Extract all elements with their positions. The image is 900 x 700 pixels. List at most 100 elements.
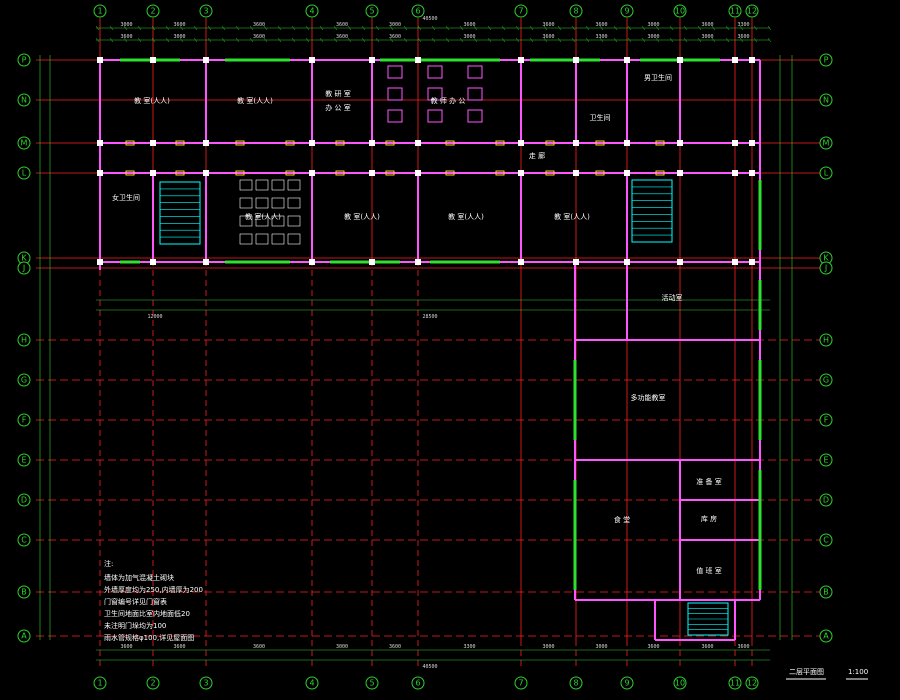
- axis-bubble-row-label: F: [824, 416, 829, 425]
- dimension-tick: [151, 25, 156, 31]
- room-label-teachers-office: 教 师 办 公: [431, 96, 466, 105]
- axis-bubble-col-circle: [199, 676, 213, 690]
- seat-icon: [287, 215, 301, 227]
- axis-bubble-row-circle: [819, 493, 833, 507]
- dimension-text: 3000: [542, 644, 554, 650]
- dimension-tick: [431, 37, 436, 43]
- structural-column: [97, 140, 103, 146]
- door: [655, 170, 665, 176]
- dimension-text: 3300: [595, 34, 607, 40]
- notes-heading: 注:: [104, 559, 113, 568]
- dimension-tick: [487, 25, 492, 31]
- door: [335, 170, 345, 176]
- note-line: 卫生间地面比室内地面低20: [104, 609, 190, 618]
- structural-column: [518, 170, 524, 176]
- dimension-tick: [277, 37, 282, 43]
- axis-bubble-row-label: P: [22, 56, 27, 65]
- dimension-tick: [417, 37, 422, 43]
- dimension-tick: [249, 37, 254, 43]
- dimension-tick: [613, 37, 618, 43]
- dimension-text: 3600: [120, 34, 132, 40]
- dimension-tick: [179, 37, 184, 43]
- axis-bubble-row-label: D: [21, 496, 27, 505]
- dimension-tick: [753, 25, 758, 31]
- note-line: 门窗编号详见门窗表: [104, 597, 167, 606]
- structural-column: [749, 57, 755, 63]
- axis-bubble-col-circle: [514, 676, 528, 690]
- general-notes: 注: 墙体为加气混凝土砌块 外墙厚度均为250,内墙厚为200 门窗编号详见门窗…: [104, 559, 203, 642]
- dimension-text: 3000: [647, 22, 659, 28]
- structural-column: [203, 140, 209, 146]
- axis-bubble-col-label: 5: [369, 7, 374, 16]
- structural-column: [573, 57, 579, 63]
- dimension-tick: [697, 25, 702, 31]
- axis-bubble-row-label: F: [22, 416, 27, 425]
- dimension-tick: [669, 37, 674, 43]
- axis-bubble-col-circle: [620, 4, 634, 18]
- seat-icon: [239, 233, 253, 245]
- dimension-tick: [221, 37, 226, 43]
- structural-column: [97, 259, 103, 265]
- structural-column: [415, 170, 421, 176]
- dimension-tick: [501, 25, 506, 31]
- dimension-tick: [137, 37, 142, 43]
- dimension-tick: [697, 37, 702, 43]
- dimension-tick: [221, 25, 226, 31]
- dimension-text: 3600: [701, 644, 713, 650]
- dimension-tick: [641, 37, 646, 43]
- axis-bubble-row-circle: [819, 629, 833, 643]
- dimension-tick: [389, 25, 394, 31]
- axis-bubble-col-label: 11: [730, 679, 740, 688]
- dimension-tick: [417, 25, 422, 31]
- dimension-tick: [109, 37, 114, 43]
- desk-icon: [467, 65, 483, 79]
- door: [445, 170, 455, 176]
- axis-bubble-col-label: 12: [747, 7, 757, 16]
- structural-column: [150, 170, 156, 176]
- dimension-tick: [445, 37, 450, 43]
- axis-bubble-col-circle: [146, 676, 160, 690]
- dimension-tick: [571, 25, 576, 31]
- dimension-tick: [473, 25, 478, 31]
- dimension-tick: [585, 37, 590, 43]
- dimension-tick: [123, 25, 128, 31]
- dimension-text: 3600: [701, 22, 713, 28]
- axis-bubble-col-label: 10: [675, 7, 685, 16]
- axis-bubble-row-label: M: [823, 139, 830, 148]
- axis-bubble-row-circle: [819, 53, 833, 67]
- door: [285, 170, 295, 176]
- axis-bubble-row-circle: [17, 453, 31, 467]
- axis-bubble-col-circle: [745, 4, 759, 18]
- axis-bubble-col-label: 2: [150, 7, 155, 16]
- axis-bubble-col-circle: [93, 676, 107, 690]
- room-label-activity: 活动室: [662, 293, 683, 302]
- structural-column: [677, 57, 683, 63]
- dimension-tick: [529, 37, 534, 43]
- dimension-tick: [207, 25, 212, 31]
- axis-bubble-row-circle: [17, 166, 31, 180]
- dimension-tick: [599, 37, 604, 43]
- axis-bubble-row-label: B: [823, 588, 829, 597]
- desk-icon: [467, 109, 483, 123]
- dimension-tick: [361, 37, 366, 43]
- structural-column: [573, 259, 579, 265]
- note-line: 未注明门垛均为100: [104, 621, 166, 630]
- dimension-tick: [347, 25, 352, 31]
- seat-icon: [271, 179, 285, 191]
- door: [655, 140, 665, 146]
- axis-bubble-row-label: A: [21, 632, 27, 641]
- dimension-text: 3000: [389, 22, 401, 28]
- dimension-text: 3600: [595, 22, 607, 28]
- dimension-tick: [571, 37, 576, 43]
- structural-column: [749, 140, 755, 146]
- room-label-office: 办 公 室: [325, 103, 350, 112]
- axis-bubble-col-circle: [728, 676, 742, 690]
- dimension-tick: [557, 37, 562, 43]
- axis-bubble-row-label: D: [823, 496, 829, 505]
- axis-bubble-col-label: 3: [203, 7, 208, 16]
- structural-column: [150, 259, 156, 265]
- dimension-tick: [739, 37, 744, 43]
- dimension-tick: [291, 37, 296, 43]
